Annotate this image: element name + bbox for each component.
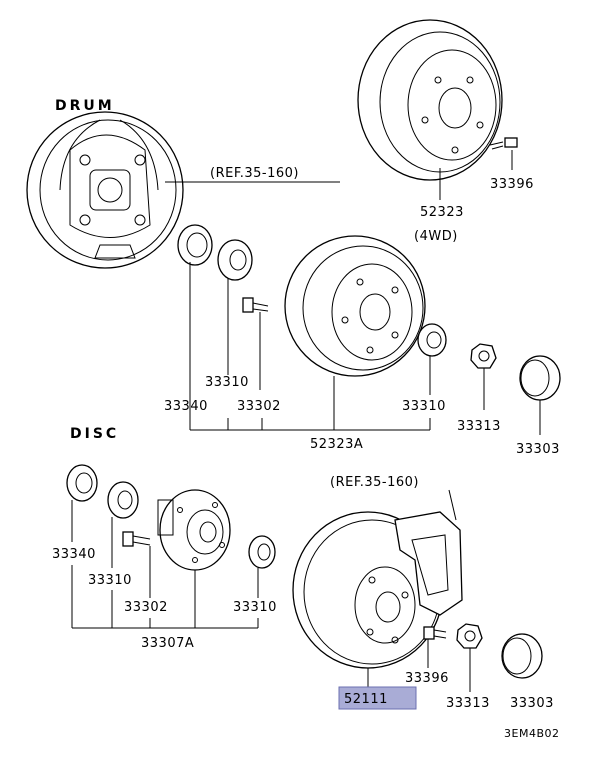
highlight-box-52111[interactable]: [338, 686, 417, 710]
label-33302-drum[interactable]: 33302: [237, 399, 281, 414]
bolt-33396-disc: [423, 626, 447, 640]
label-33303-disc[interactable]: 33303: [510, 696, 554, 711]
bearing-33310-drum: [217, 239, 253, 281]
label-33340-disc[interactable]: 33340: [52, 547, 96, 562]
label-33307A[interactable]: 33307A: [141, 636, 194, 651]
diagram-code: 3EM4B02: [504, 727, 559, 740]
hub-bolt-33302-drum: [242, 297, 269, 313]
label-33396-disc[interactable]: 33396: [405, 671, 449, 686]
nut-33313-drum: [470, 343, 497, 369]
label-33310-drum[interactable]: 33310: [205, 375, 249, 390]
label-33302-disc[interactable]: 33302: [124, 600, 168, 615]
drum-backing-plate: [26, 111, 184, 269]
hub-bolt-33302-disc: [122, 531, 151, 547]
label-33303-drum[interactable]: 33303: [516, 442, 560, 457]
caliper: [394, 511, 463, 616]
bolt-33396-top: [489, 137, 518, 150]
label-33313-drum[interactable]: 33313: [457, 419, 501, 434]
label-52323[interactable]: 52323: [420, 205, 464, 220]
drum-section-title: DRUM: [55, 98, 115, 114]
label-52111[interactable]: 52111: [344, 692, 388, 707]
seal-33340-disc: [66, 464, 98, 502]
drum-52323A: [284, 235, 426, 377]
label-52323A[interactable]: 52323A: [310, 437, 363, 452]
seal-33340-drum: [177, 224, 213, 266]
label-33313-disc[interactable]: 33313: [446, 696, 490, 711]
bearing-33310-disc: [107, 481, 139, 519]
bearing-33310-disc-outer: [248, 535, 276, 569]
disc-ref-leader: [448, 489, 457, 521]
label-33340-drum[interactable]: 33340: [164, 399, 208, 414]
nut-33313-disc: [456, 623, 483, 649]
drum-ref-label[interactable]: (REF.35-160): [210, 166, 299, 181]
bearing-33310-drum-outer: [417, 323, 447, 357]
drum-4wd: [357, 19, 503, 181]
disc-ref-label[interactable]: (REF.35-160): [330, 475, 419, 490]
label-33310-drum-outer[interactable]: 33310: [402, 399, 446, 414]
cap-33303-drum: [519, 355, 561, 401]
disc-section-title: DISC: [70, 426, 119, 442]
hub-33307A: [157, 489, 231, 571]
cap-33303-disc: [501, 633, 543, 679]
label-33310-disc-outer[interactable]: 33310: [233, 600, 277, 615]
label-33396-top[interactable]: 33396: [490, 177, 534, 192]
label-33310-disc[interactable]: 33310: [88, 573, 132, 588]
label-4wd-note: (4WD): [414, 229, 458, 244]
